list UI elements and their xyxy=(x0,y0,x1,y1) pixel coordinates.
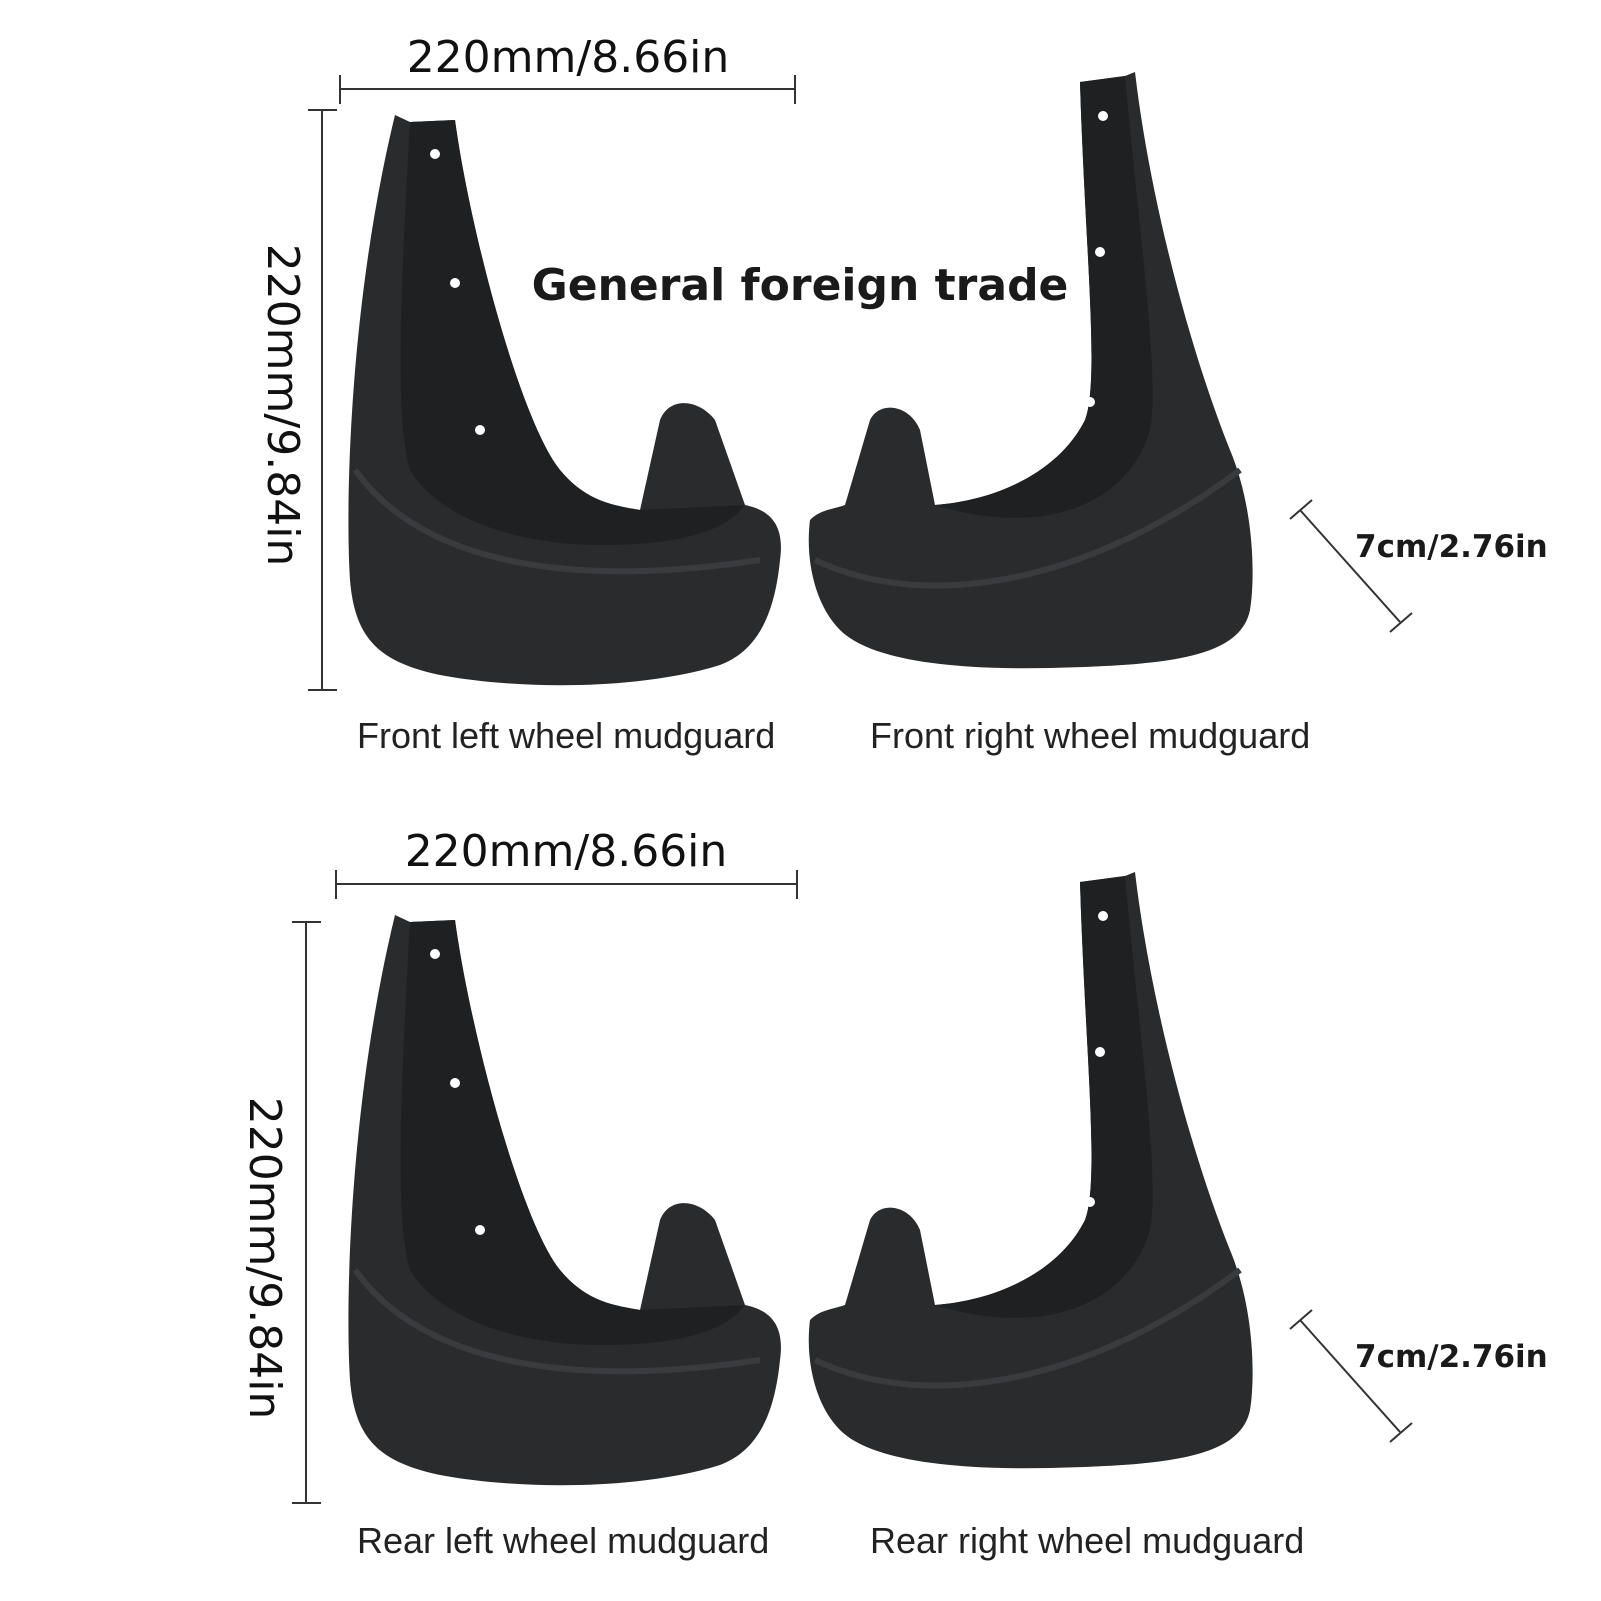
bottom-depth-label: 7cm/2.76in xyxy=(1355,1339,1548,1375)
rear-right-mudguard-image xyxy=(809,872,1253,1468)
page-title: General foreign trade xyxy=(532,260,1069,311)
top-section: 220mm/8.66in 220mm/9.84in General foreig… xyxy=(257,32,1548,756)
front-left-mudguard-image xyxy=(348,115,781,685)
bottom-section: 220mm/8.66in 220mm/9.84in 7cm/2.76in Rea… xyxy=(239,826,1548,1561)
top-height-label: 220mm/9.84in xyxy=(257,244,308,567)
front-left-caption: Front left wheel mudguard xyxy=(357,715,775,756)
bottom-depth-dimension xyxy=(1289,1309,1413,1443)
rear-right-caption: Rear right wheel mudguard xyxy=(870,1520,1304,1561)
top-depth-dimension xyxy=(1289,499,1413,633)
top-depth-label: 7cm/2.76in xyxy=(1355,529,1548,565)
rear-left-mudguard-image xyxy=(348,915,781,1485)
bottom-height-dimension xyxy=(292,921,321,1504)
front-right-caption: Front right wheel mudguard xyxy=(870,715,1310,756)
bottom-height-label: 220mm/9.84in xyxy=(239,1097,290,1420)
bottom-width-label: 220mm/8.66in xyxy=(405,826,728,877)
rear-left-caption: Rear left wheel mudguard xyxy=(357,1520,769,1561)
bottom-width-dimension xyxy=(335,870,798,899)
top-width-label: 220mm/8.66in xyxy=(407,32,730,83)
top-width-dimension xyxy=(339,75,796,104)
front-right-mudguard-image xyxy=(809,72,1253,668)
top-height-dimension xyxy=(308,109,337,691)
